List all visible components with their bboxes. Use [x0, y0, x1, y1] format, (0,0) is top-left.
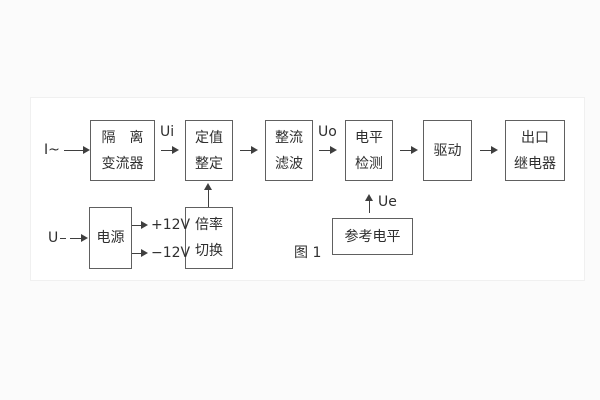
block-level-detector: 电平 检测: [345, 120, 393, 181]
arrow-ui-shaft: [161, 150, 172, 151]
block-rectifier-filter-line2: 滤波: [275, 155, 303, 172]
block-driver-label: 驱动: [433, 142, 462, 159]
arrow-input-voltage-shaft: [70, 238, 81, 239]
arrow-input-current-head: [83, 146, 90, 154]
arrow-driver-to-relay-head: [491, 146, 498, 154]
arrow-detector-to-driver-shaft: [400, 150, 411, 151]
arrow-minus-12v-shaft: [132, 253, 141, 254]
label-minus-12v: −12V: [151, 245, 191, 261]
label-input-voltage: U: [48, 230, 59, 246]
block-power-supply-label: 电源: [96, 230, 125, 246]
block-output-relay-line2: 继电器: [514, 155, 556, 172]
arrow-ratio-to-setpoint-shaft: [208, 189, 209, 207]
block-reference-level-label: 参考电平: [344, 228, 401, 245]
block-setpoint-adjustment-line1: 定值: [195, 129, 223, 146]
arrow-ratio-to-setpoint-head: [204, 183, 212, 190]
arrow-ue-head: [365, 194, 373, 201]
block-isolation-transformer-line2: 变流器: [101, 155, 144, 172]
arrow-uo-shaft: [319, 150, 330, 151]
label-plus-12v: +12V: [151, 217, 191, 233]
arrow-setpoint-to-rectifier-shaft: [240, 150, 251, 151]
block-isolation-transformer: 隔 离 变流器: [90, 120, 155, 181]
figure-caption: 图 1: [294, 245, 322, 261]
arrow-uo-head: [330, 146, 337, 154]
block-setpoint-adjustment: 定值 整定: [185, 120, 233, 181]
label-input-current: I~: [44, 142, 60, 158]
block-setpoint-adjustment-line2: 整定: [195, 155, 223, 172]
arrow-ui-head: [172, 146, 179, 154]
label-uo: Uo: [318, 124, 337, 140]
block-ratio-switch-line2: 切换: [195, 243, 223, 259]
block-ratio-switch: 倍率 切换: [185, 207, 233, 269]
block-level-detector-line2: 检测: [355, 155, 383, 172]
block-output-relay-line1: 出口: [521, 129, 549, 146]
arrow-plus-12v-head: [141, 221, 148, 229]
arrow-plus-12v-shaft: [132, 225, 141, 226]
block-rectifier-filter-line1: 整流: [275, 129, 303, 146]
block-ratio-switch-line1: 倍率: [195, 217, 223, 233]
block-rectifier-filter: 整流 滤波: [265, 120, 313, 181]
arrow-input-current-shaft: [64, 150, 83, 151]
arrow-minus-12v-head: [141, 249, 148, 257]
label-ui: Ui: [160, 124, 175, 140]
label-ue: Ue: [378, 194, 397, 210]
block-output-relay: 出口 继电器: [505, 120, 565, 181]
block-isolation-transformer-line1: 隔 离: [101, 129, 144, 146]
arrow-driver-to-relay-shaft: [480, 150, 491, 151]
block-level-detector-line1: 电平: [355, 129, 383, 146]
block-driver: 驱动: [423, 120, 472, 181]
block-reference-level: 参考电平: [332, 218, 413, 255]
arrow-ue-shaft: [369, 200, 370, 213]
arrow-input-voltage-head: [81, 234, 88, 242]
arrow-setpoint-to-rectifier-head: [251, 146, 258, 154]
arrow-detector-to-driver-head: [411, 146, 418, 154]
block-power-supply: 电源: [89, 207, 132, 269]
arrow-input-voltage-dash: [60, 238, 66, 239]
